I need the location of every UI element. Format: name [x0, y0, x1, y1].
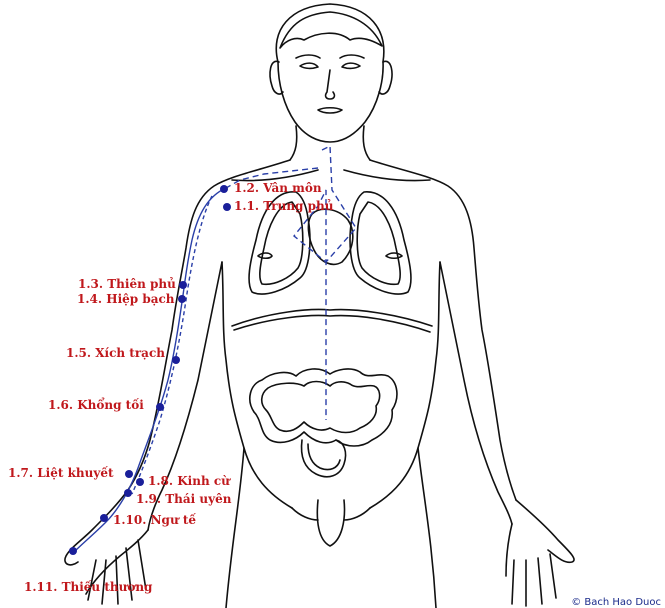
- point-1-9-marker: [124, 489, 132, 497]
- head-outline: [275, 3, 385, 143]
- meridian-arm: [73, 187, 227, 553]
- label-point-1-2: 1.2. Vân môn: [234, 181, 322, 195]
- meridian-arm-2: [131, 195, 213, 495]
- hip-line: [291, 507, 371, 521]
- brow-right: [339, 54, 365, 59]
- label-point-1-6: 1.6. Khổng tối: [48, 398, 144, 412]
- inner-arm-left: [147, 261, 223, 531]
- hair-outline: [279, 11, 383, 49]
- large-intestine-inner: [260, 380, 381, 434]
- neck-left: [289, 125, 298, 161]
- point-1-2-marker: [220, 185, 228, 193]
- large-intestine: [249, 368, 398, 447]
- point-1-7-marker: [125, 470, 133, 478]
- point-1-10-marker: [100, 514, 108, 522]
- point-1-4-marker: [178, 295, 186, 303]
- label-point-1-11: 1.11. Thiếu thương: [24, 580, 153, 594]
- label-point-1-5: 1.5. Xích trạch: [66, 346, 165, 360]
- colon-lower-inner: [307, 443, 341, 471]
- lung-right: [349, 191, 412, 295]
- point-1-5-marker: [172, 356, 180, 364]
- label-point-1-1: 1.1. Trung phủ: [234, 199, 334, 213]
- clavicle-right: [343, 169, 431, 182]
- lung-left: [248, 191, 311, 295]
- inner-arm-right: [439, 261, 513, 525]
- ear-right: [378, 60, 393, 95]
- label-point-1-7: 1.7. Liệt khuyết: [8, 466, 114, 480]
- torso-right: [369, 159, 517, 501]
- torso-left: [127, 159, 291, 491]
- leg-left: [225, 447, 245, 608]
- diaphragm: [231, 308, 433, 333]
- point-1-6-marker: [156, 403, 164, 411]
- genital: [316, 499, 346, 547]
- label-point-1-9: 1.9. Thái uyên: [136, 492, 232, 506]
- colon-lower: [300, 439, 347, 478]
- credit-text: © Bach Hao Duoc: [571, 597, 661, 608]
- nose: [324, 69, 336, 100]
- brow-left: [295, 54, 321, 59]
- clavicle-left: [231, 169, 319, 182]
- point-1-8-marker: [136, 478, 144, 486]
- leg-right: [417, 447, 437, 608]
- side-right: [369, 261, 441, 509]
- mouth: [317, 106, 343, 114]
- label-point-1-4: 1.4. Hiệp bạch: [77, 292, 175, 306]
- point-1-11-marker: [69, 547, 77, 555]
- label-point-1-10: 1.10. Ngư tế: [113, 513, 197, 527]
- point-1-3-marker: [179, 281, 187, 289]
- nipple-left: [257, 252, 273, 260]
- lung-left-inner: [259, 201, 304, 286]
- meridian-internal: [293, 144, 357, 420]
- eye-left: [299, 62, 319, 70]
- nipple-right: [385, 252, 403, 260]
- point-1-1-marker: [223, 203, 231, 211]
- hand-left: [64, 489, 149, 605]
- lung-right-inner: [356, 201, 401, 286]
- label-point-1-3: 1.3. Thiên phủ: [78, 277, 176, 291]
- ear-left: [269, 60, 284, 95]
- heart: [307, 208, 354, 266]
- hand-right: [505, 499, 575, 607]
- label-point-1-8: 1.8. Kinh cừ: [148, 474, 230, 488]
- side-left: [221, 261, 293, 509]
- neck-right: [362, 125, 371, 161]
- eye-right: [341, 62, 361, 70]
